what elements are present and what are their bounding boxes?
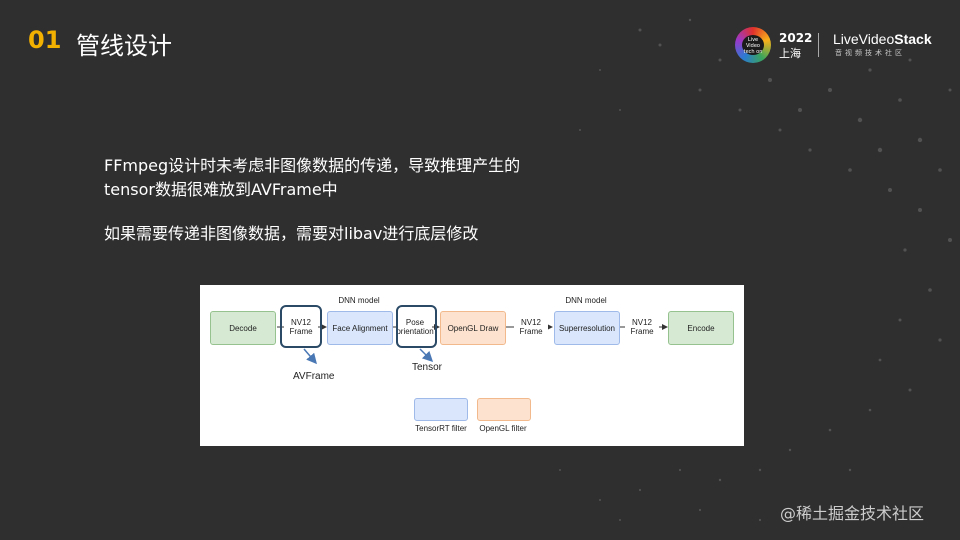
logo-divider <box>818 33 819 57</box>
logo-year: 2022 <box>779 31 813 45</box>
slide-number: 01 <box>28 26 62 54</box>
legend-opengl-label: OpenGL filter <box>479 424 527 433</box>
node-superresolution: Superresolution <box>554 311 620 345</box>
legend-tensorrt-label: TensorRT filter <box>415 424 467 433</box>
slide-title: 管线设计 <box>76 32 172 60</box>
highlight-nv12-frame <box>280 305 322 348</box>
paragraph-2: 如果需要传递非图像数据，需要对libav进行底层修改 <box>104 224 479 243</box>
logo-brand-bold: Stack <box>894 31 932 47</box>
node-pose-orientation: Pose orientation <box>396 313 434 341</box>
legend-opengl-swatch <box>477 398 531 421</box>
watermark: @稀土掘金技术社区 <box>780 504 925 523</box>
node-decode: Decode <box>210 311 276 345</box>
tensor-label: Tensor <box>412 362 443 373</box>
node-nv12-frame-3: NV12 Frame <box>625 313 659 341</box>
dnn-label-1: DNN model <box>338 296 380 305</box>
legend-tensorrt-swatch <box>414 398 468 421</box>
node-opengl-draw: OpenGL Draw <box>440 311 506 345</box>
node-nv12-frame-1: NV12 Frame <box>284 313 318 341</box>
arrow-avframe <box>303 348 317 365</box>
logo-city: 上海 <box>779 47 801 60</box>
avframe-label: AVFrame <box>293 371 335 382</box>
logo-badge: Live Video tech on <box>735 27 771 63</box>
pipeline-diagram: Decode NV12 Frame Face Alignment Pose or… <box>200 285 744 446</box>
logo-brand: LiveVideoStack <box>833 31 932 47</box>
node-nv12-frame-2: NV12 Frame <box>514 313 548 341</box>
logo-subtitle: 音视频技术社区 <box>835 49 905 57</box>
paragraph-1: FFmpeg设计时未考虑非图像数据的传递，导致推理产生的tensor数据很难放到… <box>104 156 521 199</box>
node-face-alignment: Face Alignment <box>327 311 393 345</box>
event-logo: Live Video tech on 2022 上海 LiveVideoStac… <box>735 26 940 66</box>
dnn-label-2: DNN model <box>565 296 607 305</box>
logo-brand-pre: LiveVideo <box>833 31 895 47</box>
node-encode: Encode <box>668 311 734 345</box>
highlight-pose-orientation <box>396 305 437 348</box>
arrow-tensor <box>419 348 434 363</box>
logo-badge-text: Live Video tech on <box>742 35 764 55</box>
